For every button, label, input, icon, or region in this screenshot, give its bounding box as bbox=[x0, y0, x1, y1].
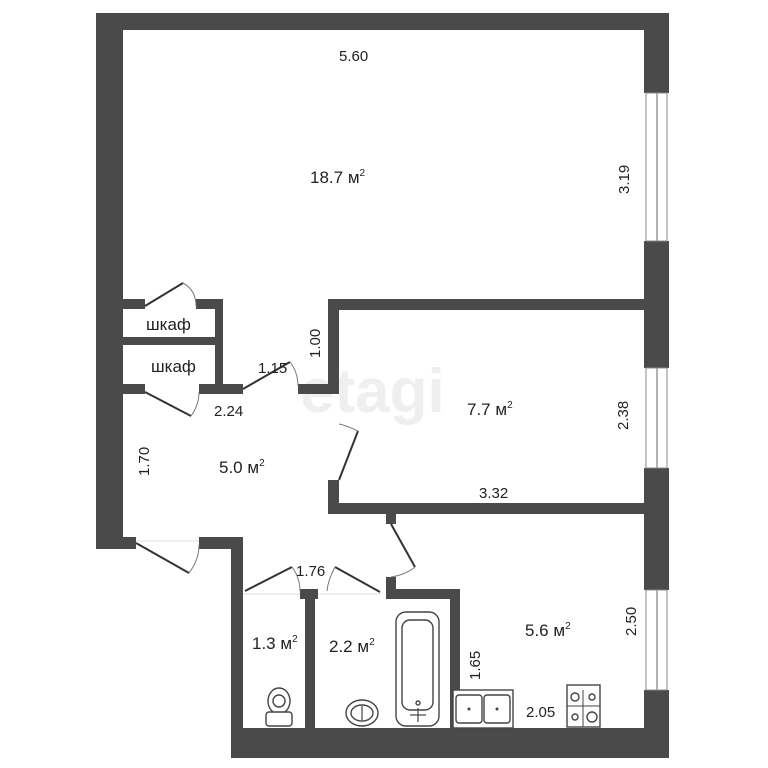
window-large-room bbox=[645, 92, 668, 242]
outer-walls bbox=[96, 13, 669, 758]
dim-large-room-height: 3.19 bbox=[616, 165, 633, 194]
stove-fixture bbox=[566, 684, 601, 728]
window-small-room bbox=[645, 367, 668, 469]
dim-hallway-height: 1.70 bbox=[136, 447, 153, 476]
dim-corridor-width: 1.00 bbox=[307, 329, 324, 358]
dim-corridor-length: 1.15 bbox=[258, 360, 287, 377]
dim-hallway-width: 2.24 bbox=[214, 403, 243, 420]
window-kitchen bbox=[645, 589, 668, 691]
door-entrance[interactable] bbox=[135, 540, 200, 574]
area-toilet: 1.3 м2 bbox=[252, 634, 298, 653]
sink-fixture bbox=[345, 699, 379, 727]
internal-walls bbox=[123, 299, 646, 729]
door-toilet[interactable] bbox=[243, 566, 301, 595]
door-closet-bottom[interactable] bbox=[144, 391, 200, 417]
dim-small-room-width: 3.32 bbox=[479, 485, 508, 502]
dim-kitchen-width: 2.05 bbox=[526, 704, 555, 721]
area-kitchen: 5.6 м2 bbox=[525, 621, 571, 640]
dim-wc-passage: 1.76 bbox=[296, 563, 325, 580]
dim-large-room-width: 5.60 bbox=[339, 48, 368, 65]
closet-label-top: шкаф bbox=[146, 315, 191, 334]
bathtub-fixture bbox=[395, 611, 440, 727]
door-closet-top[interactable] bbox=[144, 282, 197, 307]
area-large-room: 18.7 м2 bbox=[310, 168, 366, 187]
dim-kitchen-side: 1.65 bbox=[467, 651, 484, 680]
area-bathroom: 2.2 м2 bbox=[329, 637, 375, 656]
dim-kitchen-height: 2.50 bbox=[623, 607, 640, 636]
area-small-room: 7.7 м2 bbox=[467, 400, 513, 419]
closet-label-bottom: шкаф bbox=[151, 357, 196, 376]
kitchen-sink-fixture bbox=[452, 689, 514, 729]
door-bathroom[interactable] bbox=[318, 566, 381, 595]
dim-small-room-height: 2.38 bbox=[615, 401, 632, 430]
door-small-room[interactable] bbox=[338, 423, 359, 481]
area-hallway: 5.0 м2 bbox=[219, 458, 265, 477]
door-large-room[interactable] bbox=[242, 361, 299, 390]
door-kitchen[interactable] bbox=[390, 523, 416, 578]
toilet-fixture bbox=[265, 687, 293, 727]
